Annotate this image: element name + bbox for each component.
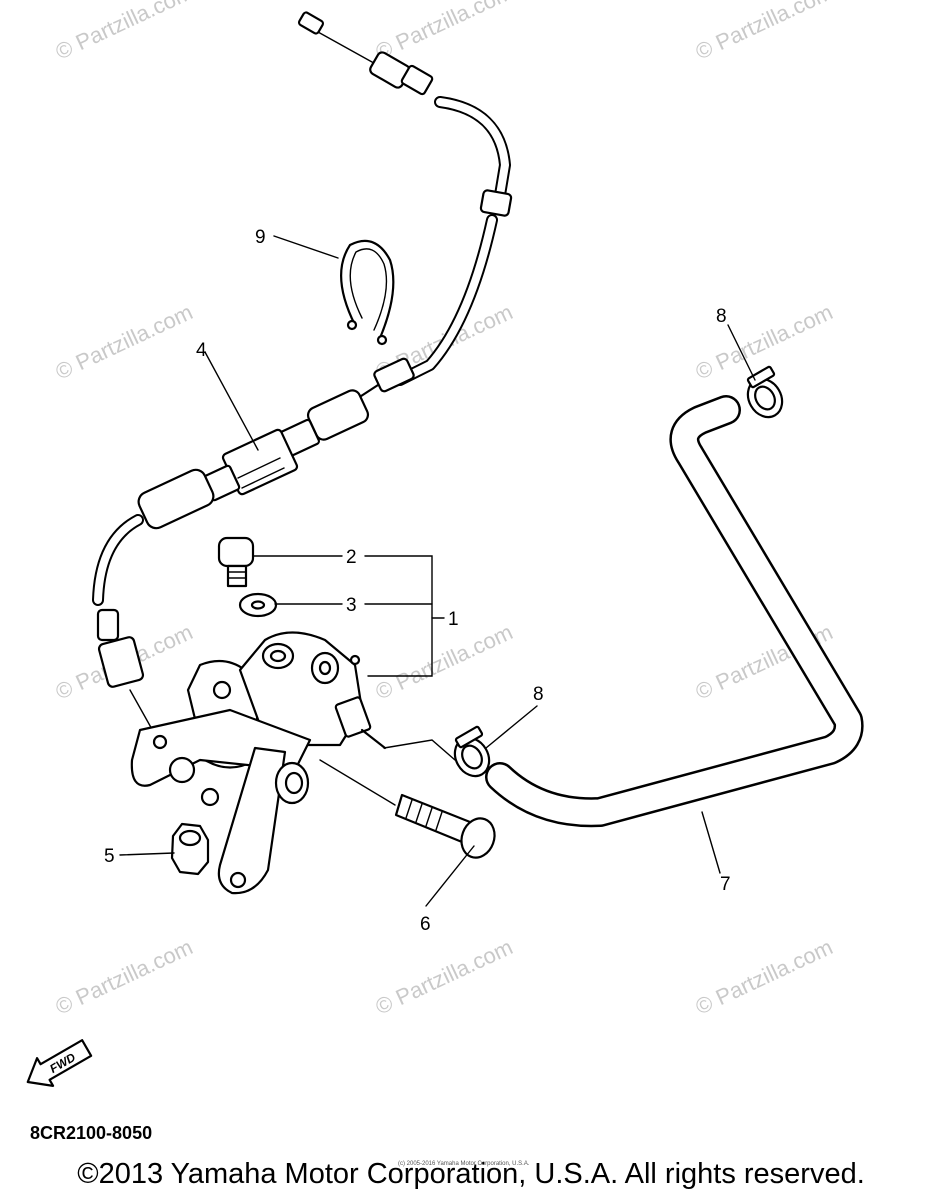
callout-8-upper: 8 — [716, 306, 727, 327]
cable-part-4 — [92, 11, 513, 752]
callout-8-lower: 8 — [533, 684, 544, 705]
watermark: © Partzilla.com — [372, 0, 517, 65]
watermark: © Partzilla.com — [692, 0, 837, 65]
callout-7: 7 — [720, 874, 731, 895]
clamp-part-8-upper — [746, 365, 784, 419]
leader-lines — [119, 235, 756, 907]
washer-part-3 — [238, 592, 278, 618]
fine-print-notice: (c) 2005-2016 Yamaha Motor Corporation, … — [398, 1161, 530, 1167]
watermark: © Partzilla.com — [52, 934, 197, 1019]
fwd-arrow-icon: FWD — [26, 1039, 93, 1087]
oil-pump-part-1 — [130, 631, 387, 895]
callout-2: 2 — [346, 547, 357, 568]
callout-6: 6 — [420, 914, 431, 935]
hose-part-7 — [383, 395, 864, 828]
copyright-notice: ©2013 Yamaha Motor Corporation, U.S.A. A… — [77, 1158, 865, 1190]
callout-4: 4 — [196, 340, 207, 361]
clip-part-9 — [340, 239, 395, 346]
watermark: © Partzilla.com — [52, 299, 197, 384]
bolt-part-6 — [319, 759, 496, 859]
callout-9: 9 — [255, 227, 266, 248]
callout-3: 3 — [346, 595, 357, 616]
watermark: © Partzilla.com — [692, 934, 837, 1019]
callout-1: 1 — [448, 609, 459, 630]
watermark: © Partzilla.com — [372, 619, 517, 704]
bolt-part-2 — [217, 536, 255, 588]
watermark: © Partzilla.com — [372, 934, 517, 1019]
watermark: © Partzilla.com — [52, 0, 197, 65]
callout-5: 5 — [104, 846, 115, 867]
diagram-part-code: 8CR2100-8050 — [30, 1123, 153, 1143]
clamp-part-8-lower — [453, 725, 491, 778]
callout-labels: 9 4 2 3 1 5 6 7 8 8 — [104, 227, 731, 935]
nut-part-5 — [170, 822, 210, 876]
